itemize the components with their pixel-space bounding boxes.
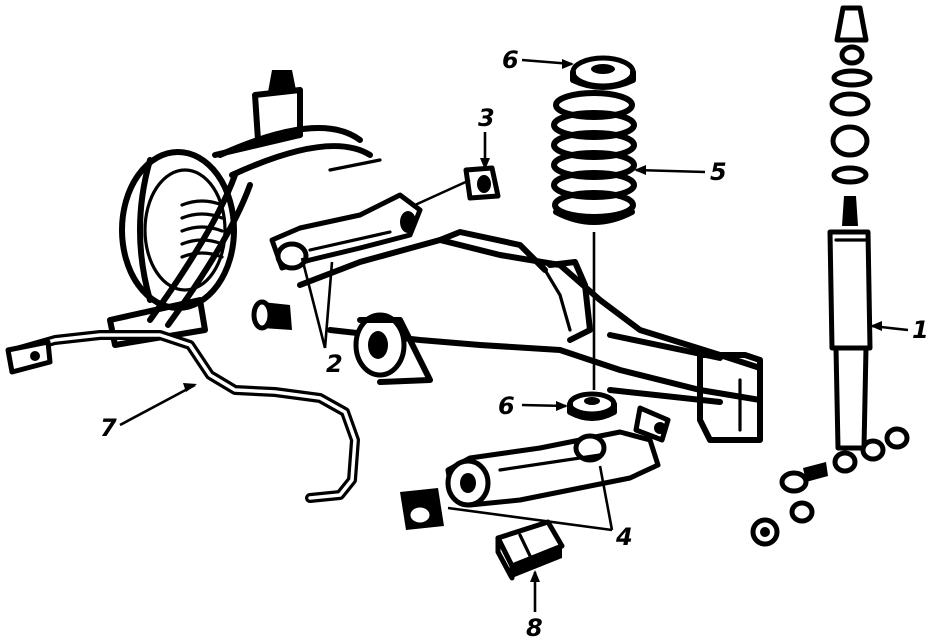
callout-8: 8 [526, 614, 543, 642]
crossmember-axle-housing [297, 229, 763, 443]
lower-arm-bushing-left [400, 488, 444, 530]
spring-insulator-lower [567, 391, 617, 421]
spring-insulator-top [570, 55, 636, 90]
frame-and-hub-assembly [107, 70, 382, 348]
callout-3: 3 [478, 104, 495, 132]
leader-lines [119, 58, 909, 612]
callout-6-top: 6 [502, 46, 519, 74]
callout-6-mid: 6 [498, 392, 515, 420]
callout-4: 4 [615, 523, 633, 551]
bushing-part-3 [463, 165, 501, 201]
stabilizer-bar-part-7 [5, 330, 360, 503]
callout-1: 1 [912, 316, 929, 344]
callout-5: 5 [710, 158, 727, 186]
shock-lower-hardware [750, 426, 910, 547]
insulator-block-part-8 [495, 519, 565, 581]
callout-7: 7 [100, 414, 117, 442]
callout-2: 2 [326, 350, 343, 378]
shock-absorber-part-1 [750, 5, 910, 547]
lower-control-arm-part-4 [400, 405, 671, 530]
control-arm-bushing [251, 299, 292, 331]
callout-labels: 1 2 3 4 5 6 6 7 8 [100, 46, 929, 642]
coil-spring-part-5 [551, 90, 637, 390]
upper-control-arm [269, 192, 423, 271]
lower-arm-bushing-right [633, 405, 671, 443]
